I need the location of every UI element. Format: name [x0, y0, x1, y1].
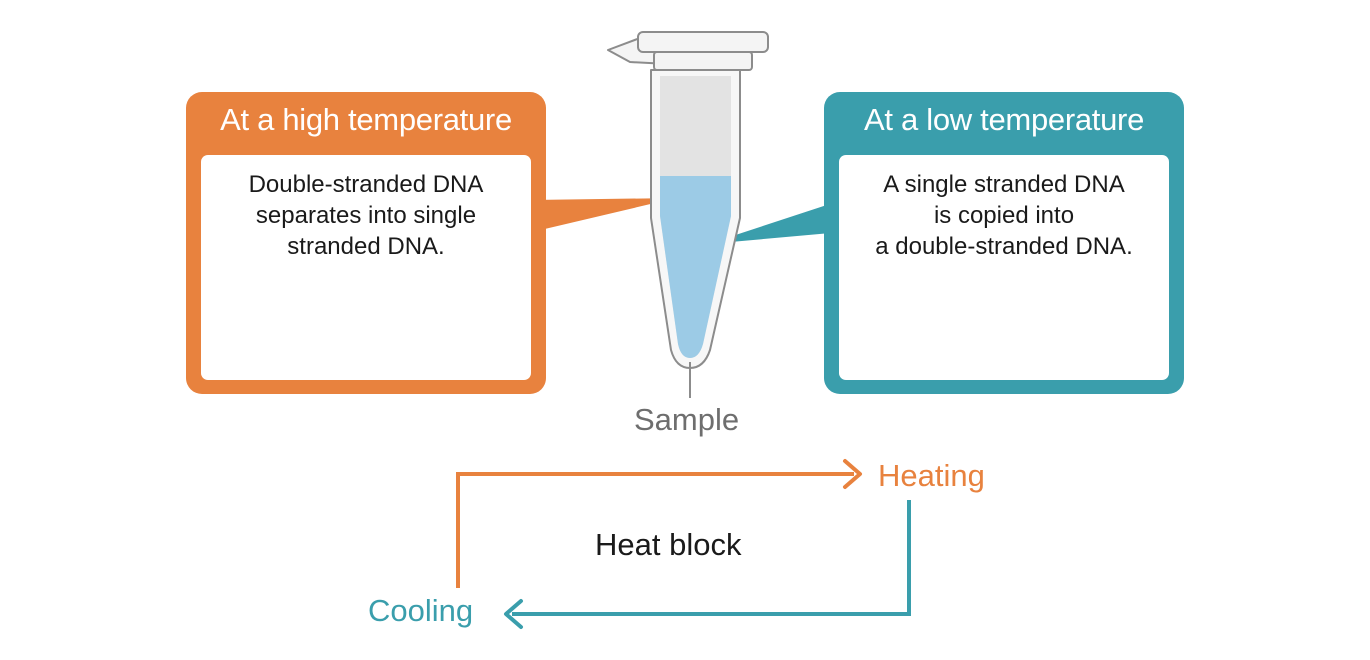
- low-temp-description: A single stranded DNA is copied into a d…: [839, 169, 1169, 262]
- high-temp-line-3: stranded DNA.: [287, 233, 445, 260]
- high-temp-description: Double-stranded DNA separates into singl…: [201, 169, 531, 262]
- teal-cycle-path: [512, 500, 911, 616]
- orange-cycle-path: [456, 472, 854, 588]
- sample-label: Sample: [634, 402, 740, 437]
- arrow-right-icon: [843, 459, 862, 489]
- sample-liquid: [660, 176, 731, 358]
- microtube-icon: [607, 31, 769, 398]
- high-temp-title: At a high temperature: [220, 102, 512, 137]
- arrow-left-icon: [504, 599, 523, 629]
- high-temp-line-2: separates into single: [255, 202, 477, 229]
- low-temp-title: At a low temperature: [863, 102, 1145, 137]
- low-temp-line-2: is copied into: [933, 202, 1075, 229]
- low-temp-callout: At a low temperature A single stranded D…: [824, 92, 1184, 394]
- high-temp-pointer: [532, 198, 676, 232]
- high-temp-callout: At a high temperature Double-stranded DN…: [186, 92, 546, 394]
- low-temp-body: A single stranded DNA is copied into a d…: [839, 155, 1169, 380]
- high-temp-line-1: Double-stranded DNA: [248, 171, 484, 198]
- cycle-arrows: [456, 459, 911, 629]
- cooling-label: Cooling: [368, 593, 474, 628]
- low-temp-line-3: a double-stranded DNA.: [875, 233, 1133, 260]
- heat-block-label: Heat block: [595, 527, 742, 562]
- high-temp-body: Double-stranded DNA separates into singl…: [201, 155, 531, 380]
- heating-label: Heating: [878, 458, 985, 493]
- low-temp-pointer: [708, 200, 842, 244]
- low-temp-line-1: A single stranded DNA: [883, 171, 1125, 198]
